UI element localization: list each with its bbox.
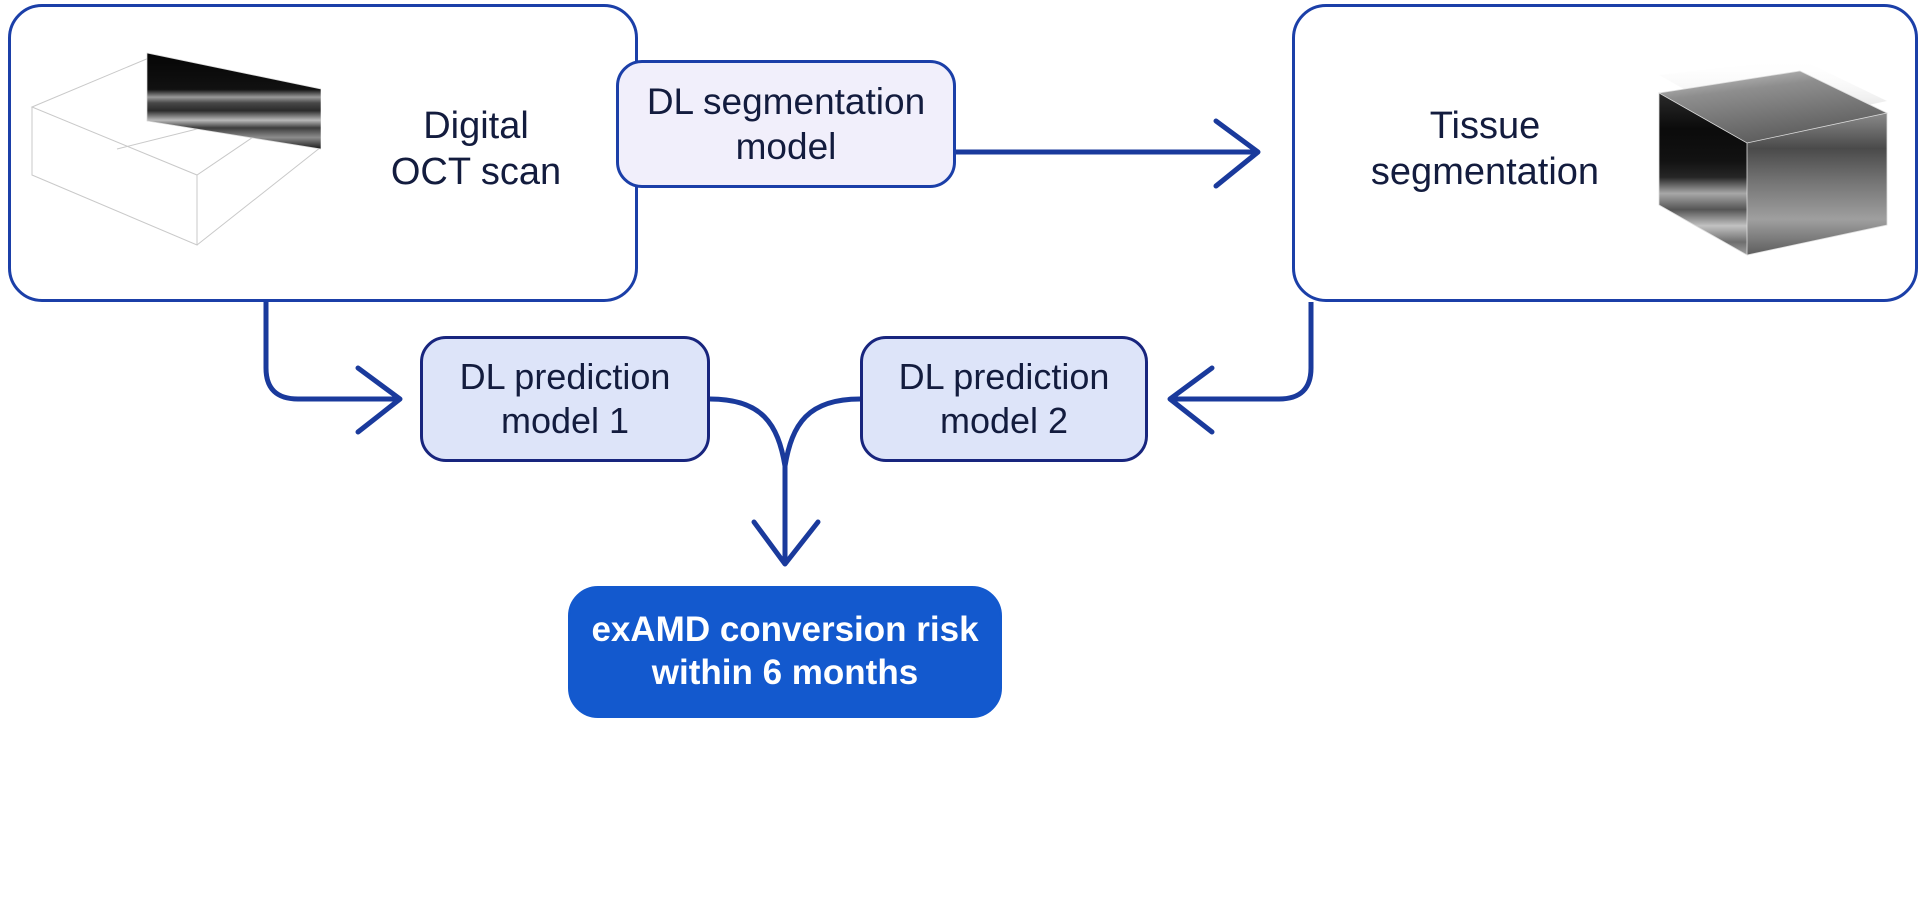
oct-volume-3d-icon (30, 52, 321, 246)
edge-merge-to-result-arrowhead (751, 519, 821, 567)
node-tissue-segmentation[interactable]: Tissue segmentation (1292, 4, 1918, 302)
tissue-volume-3d-icon (1657, 59, 1889, 256)
edge-tissue-to-pred2-line (1170, 302, 1314, 402)
node-tissue-segmentation-label: Tissue segmentation (1370, 105, 1600, 194)
node-examd-conversion-risk-label: exAMD conversion risk within 6 months (591, 610, 979, 692)
node-dl-prediction-model-2[interactable]: DL prediction model 2 (860, 336, 1148, 462)
edge-pred1-to-result-line (709, 396, 788, 467)
node-dl-prediction-model-1[interactable]: DL prediction model 1 (420, 336, 710, 462)
node-dl-segmentation-model-label: DL segmentation model (646, 80, 926, 167)
node-digital-oct-scan-label: Digital OCT scan (390, 105, 562, 194)
node-digital-oct-scan[interactable]: Digital OCT scan (8, 4, 638, 302)
edge-oct-to-pred1-line (263, 302, 400, 402)
node-dl-segmentation-model[interactable]: DL segmentation model (616, 60, 956, 188)
edge-tissue-to-pred2-arrowhead (1167, 365, 1215, 435)
edge-oct-to-pred1-arrowhead (355, 365, 403, 435)
node-dl-prediction-model-1-label: DL prediction model 1 (459, 356, 671, 441)
node-examd-conversion-risk[interactable]: exAMD conversion risk within 6 months (568, 586, 1002, 718)
node-dl-prediction-model-2-label: DL prediction model 2 (898, 356, 1110, 441)
edge-pred2-to-result-line (782, 396, 861, 467)
edge-segmodel-to-tissue-arrowhead (1213, 118, 1261, 189)
